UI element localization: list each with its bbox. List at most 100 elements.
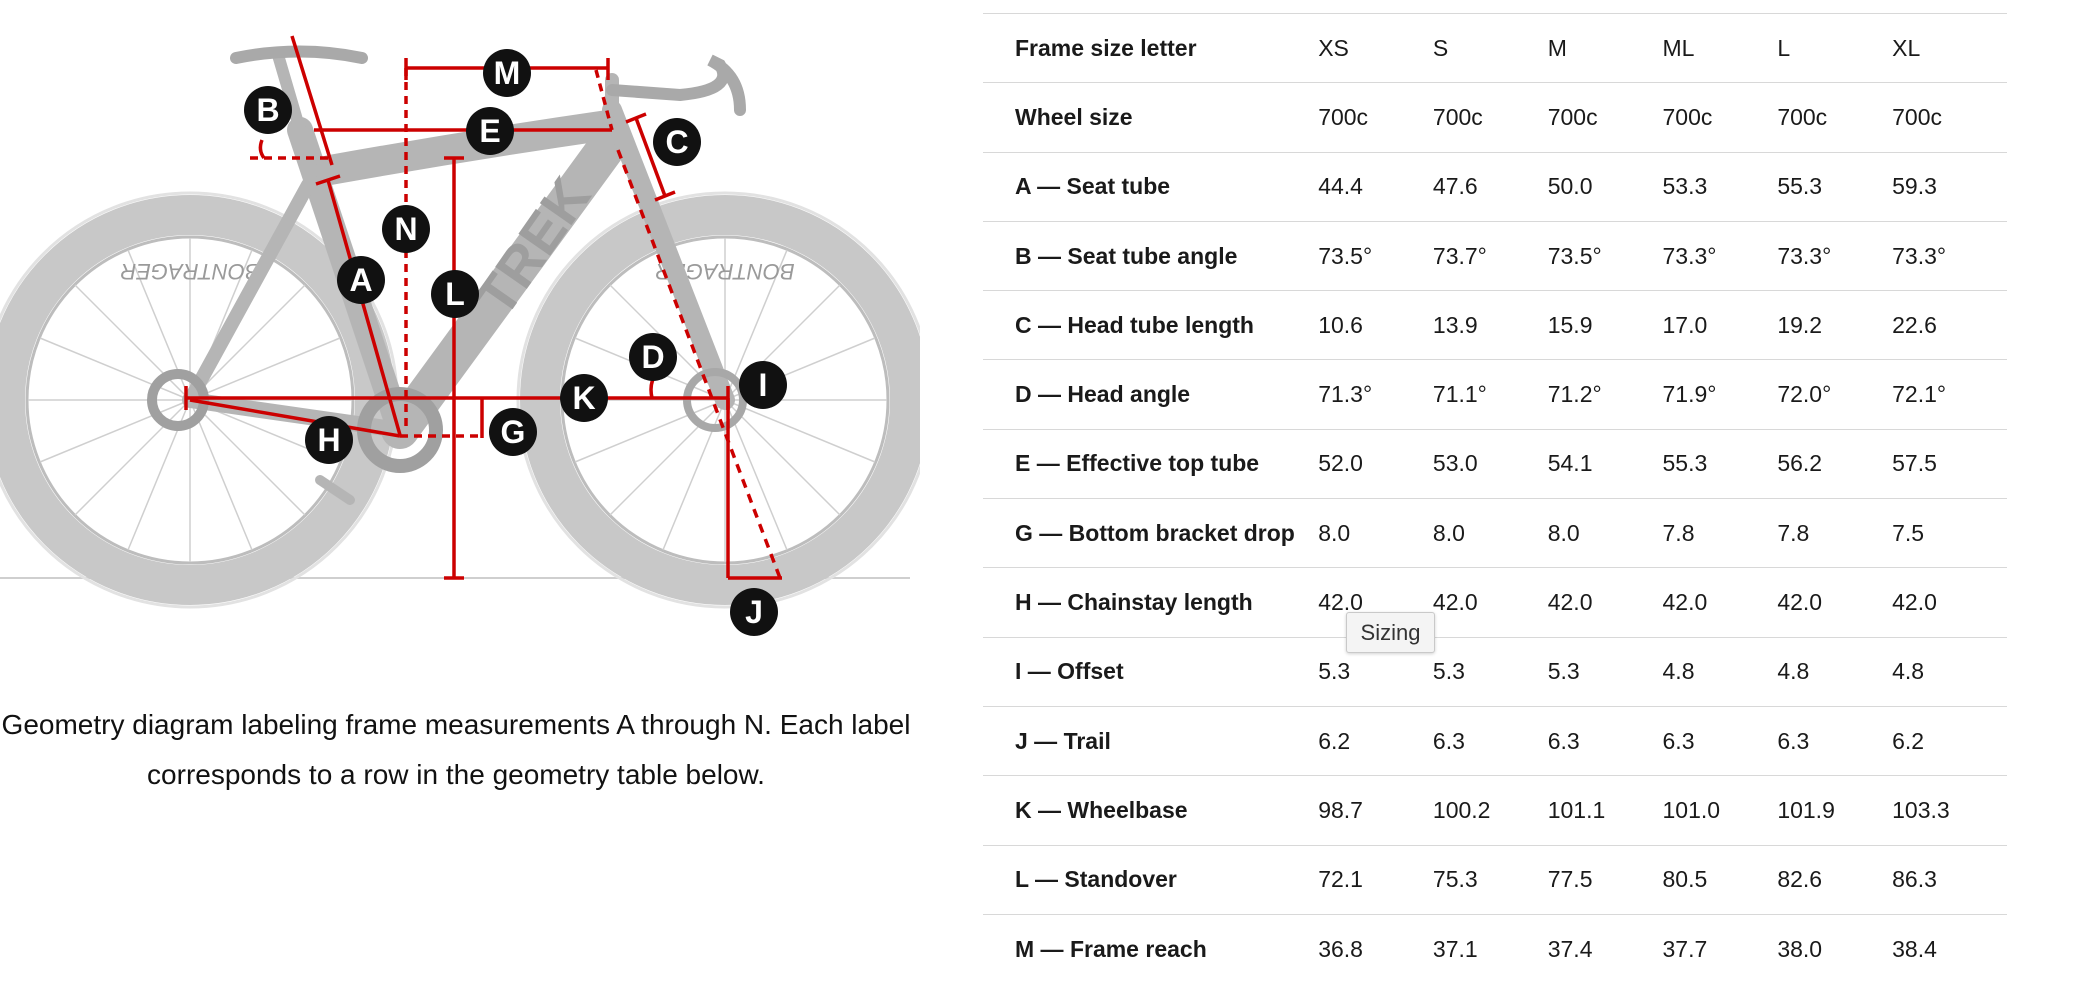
svg-text:J: J: [745, 594, 763, 630]
cell-value: 6.3: [1662, 705, 1778, 776]
cell-value: 56.2: [1777, 428, 1893, 499]
cell-value: 8.0: [1318, 498, 1433, 568]
label-badge-j: J: [730, 588, 778, 636]
cell-value: 7.8: [1777, 498, 1893, 568]
cell-value: 7.5: [1892, 498, 2007, 568]
row-label: C — Head tube length: [983, 290, 1319, 360]
row-label: E — Effective top tube: [983, 428, 1319, 499]
cell-value: 44.4: [1318, 151, 1433, 222]
svg-text:M: M: [494, 55, 521, 91]
cell-value: 6.3: [1547, 705, 1663, 776]
cell-value: 82.6: [1777, 844, 1893, 915]
cell-value: 73.7°: [1432, 220, 1548, 291]
cell-value: 19.2: [1777, 290, 1893, 360]
cell-value: 8.0: [1547, 498, 1663, 568]
row-label: A — Seat tube: [983, 151, 1319, 222]
svg-text:I: I: [759, 367, 768, 403]
cell-value: 77.5: [1547, 844, 1663, 915]
table-row: L — Standover 72.1 75.3 77.5 80.5 82.6 8…: [983, 844, 2007, 915]
row-label: I — Offset: [983, 636, 1319, 707]
row-label: Wheel size: [983, 82, 1319, 153]
geometry-table: Frame size letter XS S M ML L XL Wheel s…: [983, 12, 2007, 984]
cell-value: 50.0: [1547, 151, 1663, 222]
label-badge-k: K: [560, 374, 608, 422]
label-badge-a: A: [337, 256, 385, 304]
svg-text:C: C: [665, 124, 688, 160]
geometry-diagram: BONTRAGER BONTRAGER: [0, 35, 920, 636]
cell-value: 700c: [1662, 82, 1778, 153]
cell-value: 47.6: [1432, 151, 1548, 222]
cell-value: 73.3°: [1662, 220, 1778, 291]
cell-value: 42.0: [1892, 567, 2007, 638]
table-row: I — Offset 5.3 5.3 5.3 4.8 4.8 4.8: [983, 636, 2007, 707]
label-badge-c: C: [653, 118, 701, 166]
table-row: A — Seat tube 44.4 47.6 50.0 53.3 55.3 5…: [983, 151, 2007, 222]
sizing-tooltip: Sizing: [1346, 612, 1435, 653]
cell-value: 4.8: [1892, 636, 2007, 707]
table-row: J — Trail 6.2 6.3 6.3 6.3 6.3 6.2: [983, 705, 2007, 776]
cell-value: 72.1: [1318, 844, 1433, 915]
cell-value: 17.0: [1662, 290, 1778, 360]
label-badge-i: I: [739, 361, 787, 409]
cell-value: 700c: [1318, 82, 1433, 153]
row-label: Frame size letter: [983, 12, 1319, 83]
svg-text:B: B: [256, 92, 279, 128]
label-badge-e: E: [466, 107, 514, 155]
cell-value: 5.3: [1547, 636, 1663, 707]
cell-value: 38.0: [1777, 913, 1893, 984]
row-label: H — Chainstay length: [983, 567, 1319, 638]
svg-text:D: D: [641, 339, 664, 375]
cell-value: 700c: [1892, 82, 2007, 153]
cell-value: 71.3°: [1318, 359, 1433, 430]
cell-value: 72.1°: [1892, 359, 2007, 430]
cell-value: 98.7: [1318, 775, 1433, 846]
row-label: B — Seat tube angle: [983, 220, 1319, 291]
cell-value: 8.0: [1432, 498, 1548, 568]
label-badge-g: G: [489, 408, 537, 456]
cell-value: 57.5: [1892, 428, 2007, 499]
svg-text:H: H: [317, 422, 340, 458]
cell-value: 80.5: [1662, 844, 1778, 915]
cell-value: 37.4: [1547, 913, 1663, 984]
cell-value: 700c: [1777, 82, 1893, 153]
cell-value: 700c: [1547, 82, 1663, 153]
row-label: K — Wheelbase: [983, 775, 1319, 846]
cell-value: 37.1: [1432, 913, 1548, 984]
cell-value: S: [1432, 12, 1548, 83]
cell-value: 86.3: [1892, 844, 2007, 915]
row-label: D — Head angle: [983, 359, 1319, 430]
cell-value: 37.7: [1662, 913, 1778, 984]
table-row: M — Frame reach 36.8 37.1 37.4 37.7 38.0…: [983, 913, 2007, 984]
cell-value: 53.3: [1662, 151, 1778, 222]
table-row: Wheel size 700c 700c 700c 700c 700c 700c: [983, 82, 2007, 153]
svg-text:E: E: [479, 113, 500, 149]
cell-value: 55.3: [1662, 428, 1778, 499]
cell-value: 700c: [1432, 82, 1548, 153]
cell-value: M: [1547, 12, 1663, 83]
table-row: C — Head tube length 10.6 13.9 15.9 17.0…: [983, 290, 2007, 360]
cell-value: 73.5°: [1318, 220, 1433, 291]
cell-value: L: [1777, 12, 1893, 83]
cell-value: 59.3: [1892, 151, 2007, 222]
cell-value: 71.1°: [1432, 359, 1548, 430]
cell-value: 101.1: [1547, 775, 1663, 846]
cell-value: 52.0: [1318, 428, 1433, 499]
cell-value: 4.8: [1777, 636, 1893, 707]
cell-value: 6.2: [1892, 705, 2007, 776]
svg-text:N: N: [394, 211, 417, 247]
cell-value: 73.3°: [1892, 220, 2007, 291]
row-label: L — Standover: [983, 844, 1319, 915]
measurement-lines: [184, 35, 782, 580]
cell-value: 6.3: [1777, 705, 1893, 776]
label-badge-b: B: [244, 86, 292, 134]
label-badge-d: D: [629, 333, 677, 381]
rear-rim-text: BONTRAGER: [120, 259, 259, 284]
label-badge-l: L: [431, 270, 479, 318]
label-badge-h: H: [305, 416, 353, 464]
cell-value: 55.3: [1777, 151, 1893, 222]
cell-value: 6.3: [1432, 705, 1548, 776]
cell-value: ML: [1662, 12, 1778, 83]
diagram-caption: Geometry diagram labeling frame measurem…: [1, 709, 911, 790]
cell-value: 36.8: [1318, 913, 1433, 984]
cell-value: 73.3°: [1777, 220, 1893, 291]
